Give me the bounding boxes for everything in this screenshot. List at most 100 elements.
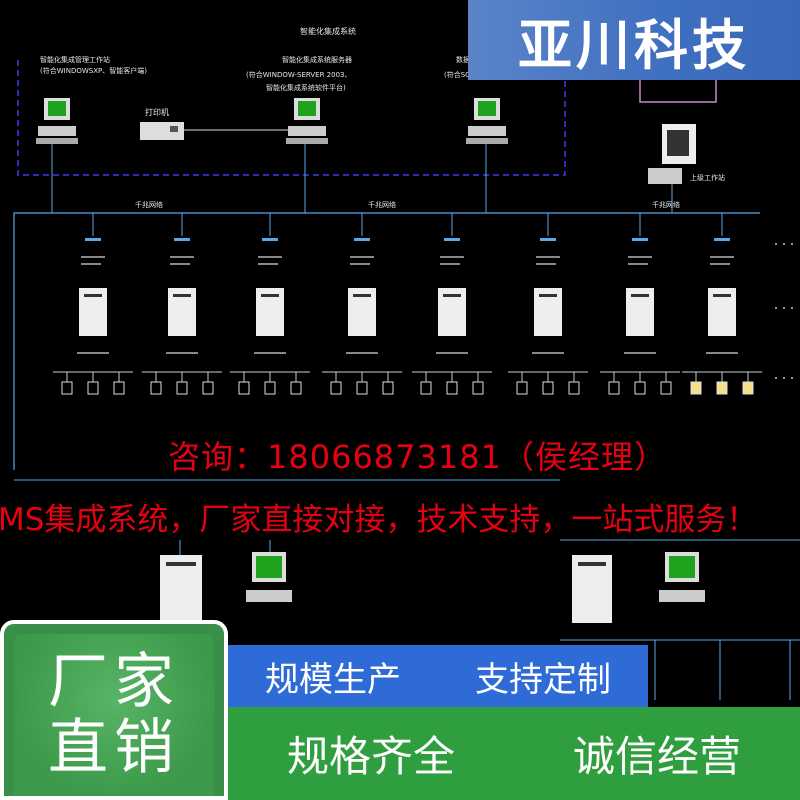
continuation-dot [783, 307, 785, 309]
lower-server-icon-right [572, 555, 612, 623]
field-device-icon [472, 381, 484, 395]
column-note-mark [170, 263, 190, 265]
blue-strip-right: 支持定制 [475, 659, 611, 700]
lower-workstation-icon-right [659, 552, 705, 602]
green-slogan-strip: 规格齐全 诚信经营 [228, 707, 800, 800]
lower-workstation-icon-left [246, 552, 292, 602]
field-device-icon [202, 381, 214, 395]
field-device-icon [87, 381, 99, 395]
column-label-mark [714, 238, 730, 241]
subsystem-columns [53, 213, 793, 395]
field-device-icon [542, 381, 554, 395]
printer-icon [140, 122, 184, 140]
continuation-dot [783, 243, 785, 245]
controller-name-mark [706, 352, 738, 354]
continuation-dot [775, 243, 777, 245]
slogan-text: MS集成系统，厂家直接对接，技术支持，一站式服务！ [0, 502, 758, 538]
continuation-dot [775, 307, 777, 309]
controller-slot [84, 294, 102, 297]
continuation-dot [791, 307, 793, 309]
column-label-mark [354, 238, 370, 241]
field-device-icon [356, 381, 368, 395]
column-label-mark [632, 238, 648, 241]
column-note-mark [81, 256, 105, 258]
column-note-mark [536, 263, 556, 265]
controller-slot [539, 294, 557, 297]
lower-server-icon-left [160, 555, 202, 623]
green-strip-left: 规格齐全 [286, 732, 455, 781]
blue-strip-left: 规模生产 [265, 659, 401, 700]
continuation-dot [775, 377, 777, 379]
column-note-mark [536, 256, 560, 258]
controller-slot [443, 294, 461, 297]
column-note-mark [440, 256, 464, 258]
column-note-mark [440, 263, 460, 265]
controller-name-mark [436, 352, 468, 354]
server-os: (符合WINDOW-SERVER 2003、 [246, 70, 351, 79]
field-device-icon [446, 381, 458, 395]
server-computer-icon [286, 98, 328, 144]
backbone-line [13, 212, 760, 470]
field-device-icon [113, 381, 125, 395]
column-note-mark [258, 256, 282, 258]
column-note-mark [628, 256, 652, 258]
field-device-icon [61, 381, 73, 395]
printer-label: 打印机 [145, 107, 169, 117]
column-note-mark [710, 263, 730, 265]
controller-name-mark [532, 352, 564, 354]
field-device-icon [176, 381, 188, 395]
continuation-dot [783, 377, 785, 379]
field-device-icon [690, 381, 702, 395]
field-device-icon [290, 381, 302, 395]
direct-sale-badge: 厂家 直销 [0, 620, 228, 800]
server-label: 智能化集成系统服务器 [282, 55, 352, 64]
controller-slot [353, 294, 371, 297]
controller-slot [713, 294, 731, 297]
column-note-mark [350, 263, 370, 265]
server-os-2: 智能化集成系统软件平台) [266, 83, 346, 92]
field-device-icon [742, 381, 754, 395]
column-note-mark [258, 263, 278, 265]
controller-name-mark [254, 352, 286, 354]
column-label-mark [174, 238, 190, 241]
controller-slot [173, 294, 191, 297]
column-note-mark [170, 256, 194, 258]
workstation-computer-icon [36, 98, 78, 144]
column-label-mark [85, 238, 101, 241]
field-device-icon [330, 381, 342, 395]
field-device-icon [660, 381, 672, 395]
column-note-mark [81, 263, 101, 265]
field-device-icon [716, 381, 728, 395]
continuation-dot [791, 243, 793, 245]
brand-banner: 亚川科技 [468, 0, 800, 80]
column-note-mark [710, 256, 734, 258]
field-device-icon [568, 381, 580, 395]
brand-name: 亚川科技 [518, 13, 750, 77]
field-device-icon [382, 381, 394, 395]
badge-line-1: 厂家 [48, 647, 180, 717]
controller-name-mark [166, 352, 198, 354]
field-device-icon [516, 381, 528, 395]
green-strip-right: 诚信经营 [572, 732, 741, 781]
field-device-icon [420, 381, 432, 395]
continuation-dot [791, 377, 793, 379]
column-label-mark [262, 238, 278, 241]
column-label-mark [540, 238, 556, 241]
controller-name-mark [77, 352, 109, 354]
workstation-label: 智能化集成管理工作站 [40, 55, 110, 64]
field-device-icon [150, 381, 162, 395]
column-note-mark [350, 256, 374, 258]
system-title: 智能化集成系统 [300, 26, 356, 36]
blue-slogan-strip: 规模生产 支持定制 [228, 645, 648, 707]
workstation-os: (符合WINDOWSXP、智能客户端) [40, 66, 147, 75]
badge-line-2: 直销 [48, 713, 180, 783]
controller-name-mark [624, 352, 656, 354]
db-computer-icon [466, 98, 508, 144]
backbone-label-2: 千兆网络 [368, 200, 396, 209]
controller-slot [261, 294, 279, 297]
field-device-icon [634, 381, 646, 395]
remote-computer-icon [648, 124, 696, 184]
field-device-icon [238, 381, 250, 395]
column-label-mark [444, 238, 460, 241]
